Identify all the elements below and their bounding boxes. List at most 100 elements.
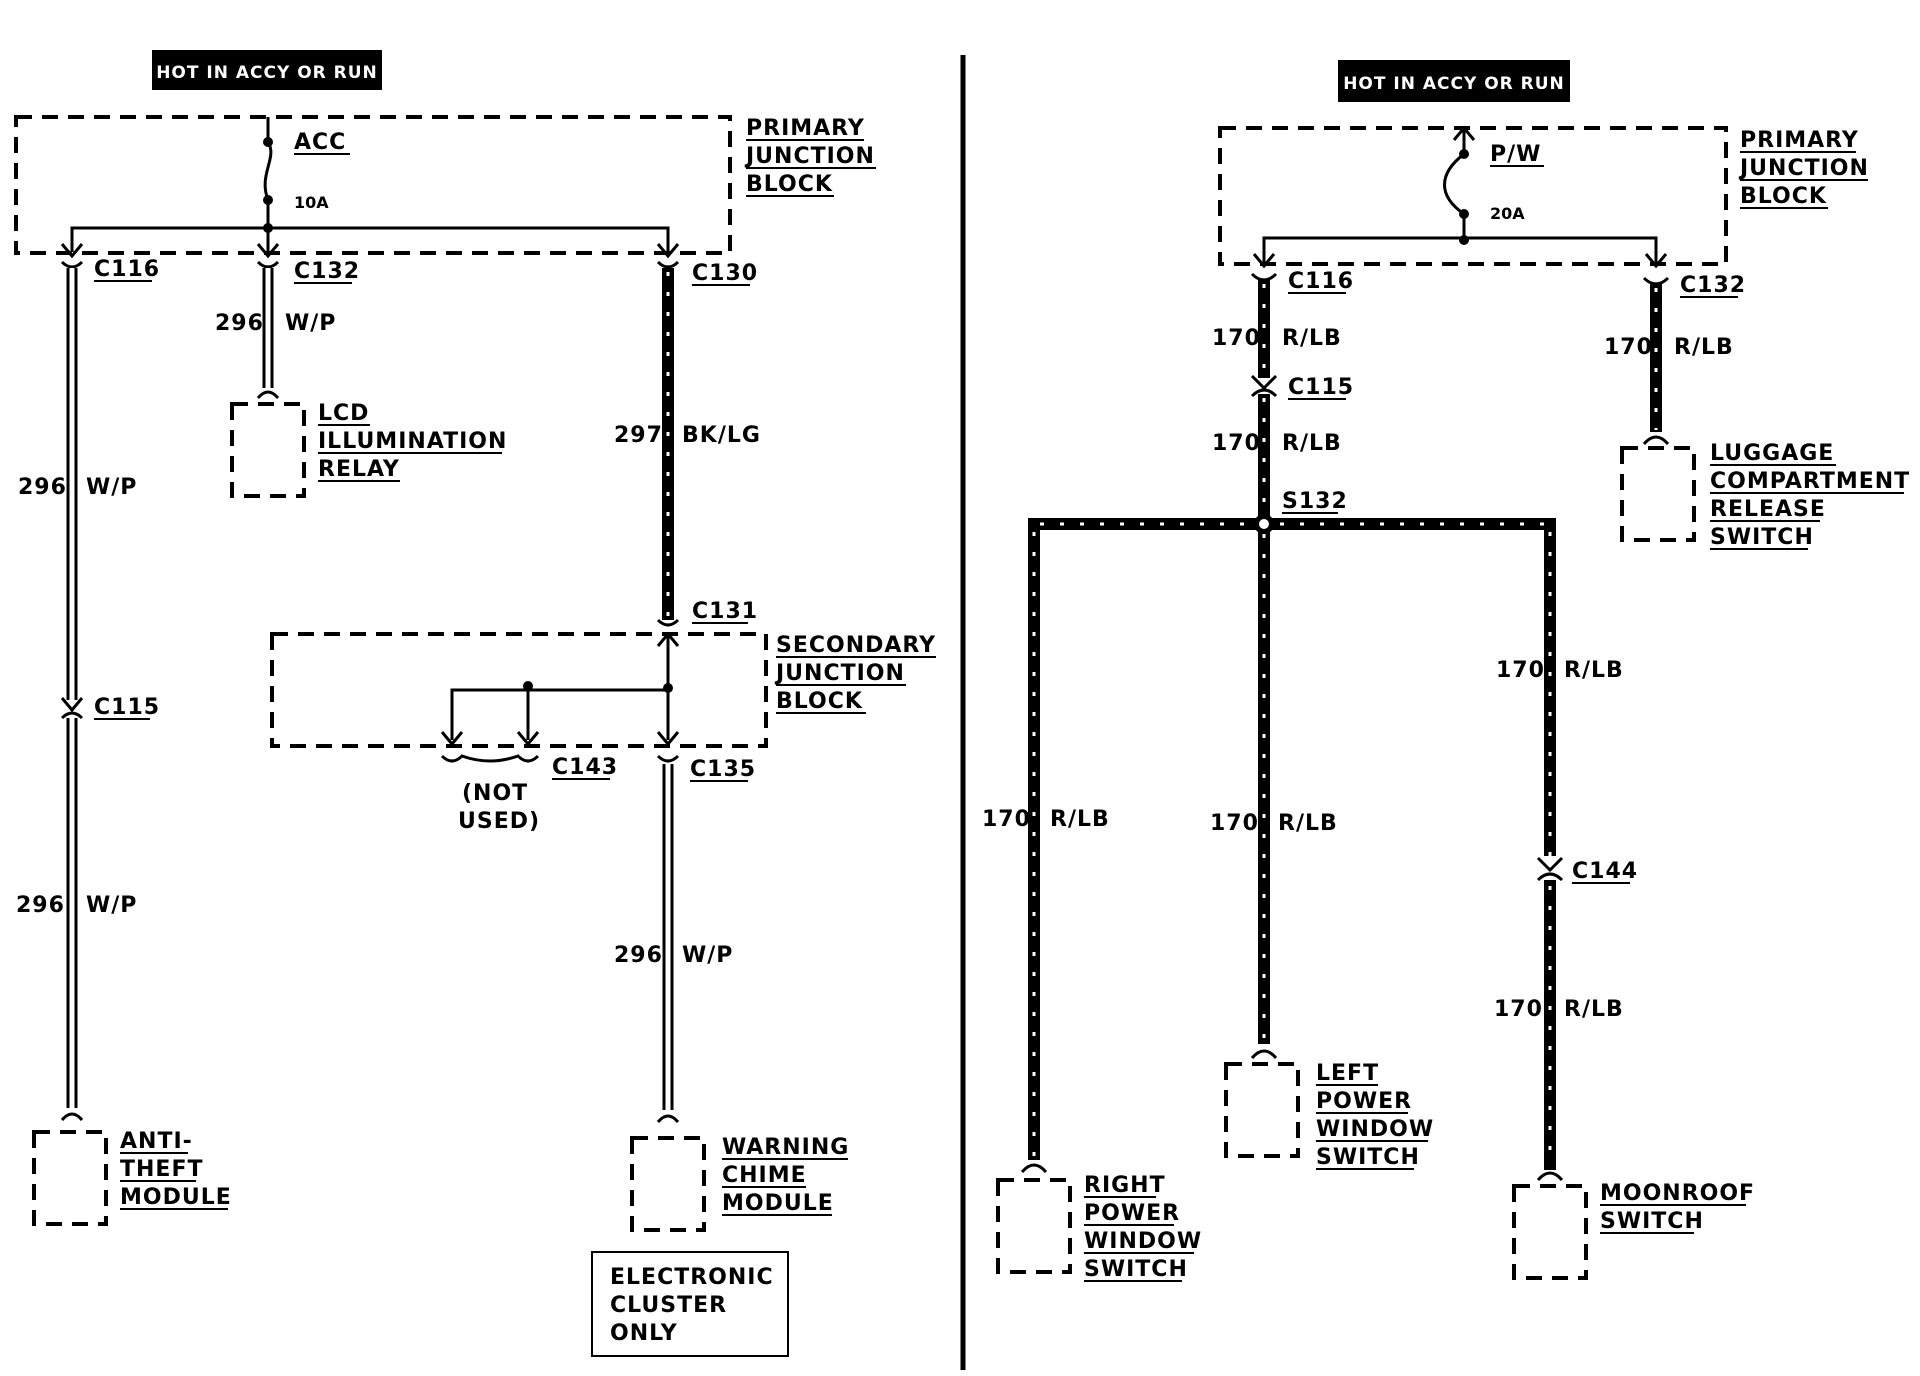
svg-text:SWITCH: SWITCH — [1710, 525, 1814, 550]
svg-text:C132: C132 — [1680, 273, 1746, 298]
right-connector-c144: C144 — [1536, 856, 1637, 884]
left-connector-c116: C116 — [60, 257, 160, 282]
svg-text:SWITCH: SWITCH — [1084, 1257, 1188, 1282]
svg-text:170: 170 — [1604, 335, 1653, 360]
left-connector-c131: C131 — [656, 599, 758, 627]
left-power-window-switch — [1224, 1062, 1300, 1158]
svg-text:C115: C115 — [94, 695, 160, 720]
left-panel: HOT IN ACCY OR RUN PRIMARY JUNCTION BLOC… — [14, 50, 936, 1357]
secondary-junction-block — [270, 632, 768, 748]
svg-text:C116: C116 — [1288, 269, 1354, 294]
right-primary-junction-block — [1218, 126, 1728, 266]
svg-text:WARNING: WARNING — [722, 1135, 849, 1160]
svg-text:LEFT: LEFT — [1316, 1061, 1379, 1086]
svg-text:POWER: POWER — [1316, 1089, 1412, 1114]
svg-text:R/LB: R/LB — [1282, 326, 1342, 351]
svg-text:296: 296 — [215, 311, 264, 336]
svg-text:WINDOW: WINDOW — [1084, 1229, 1202, 1254]
anti-theft-module — [32, 1130, 108, 1226]
svg-text:LUGGAGE: LUGGAGE — [1710, 441, 1834, 466]
luggage-compartment-release-switch — [1620, 446, 1696, 542]
svg-text:WINDOW: WINDOW — [1316, 1117, 1434, 1142]
svg-text:W/P: W/P — [285, 311, 336, 336]
svg-text:296: 296 — [18, 475, 67, 500]
svg-text:R/LB: R/LB — [1564, 997, 1624, 1022]
moonroof-switch — [1512, 1184, 1588, 1280]
sjb-label: SECONDARY JUNCTION BLOCK — [774, 633, 936, 714]
svg-text:R/LB: R/LB — [1282, 431, 1342, 456]
lcd-illumination-relay — [230, 402, 306, 498]
svg-text:THEFT: THEFT — [120, 1157, 203, 1182]
right-wire-left-pw: 170 R/LB — [1210, 530, 1338, 1060]
left-wire-296-top: 296 W/P — [18, 268, 137, 700]
right-panel: HOT IN ACCY OR RUN PRIMARY JUNCTION BLOC… — [982, 60, 1909, 1282]
left-connector-c132: C132 — [256, 259, 359, 284]
left-connector-c143: C143 — [440, 754, 617, 780]
left-fuse-rating: 10A — [294, 193, 329, 212]
left-hot-label-text: HOT IN ACCY OR RUN — [156, 63, 378, 83]
svg-text:RELAY: RELAY — [318, 457, 400, 482]
right-fuse-rating: 20A — [1490, 204, 1525, 223]
left-wire-296-chime: 296 W/P — [614, 764, 733, 1124]
svg-text:C115: C115 — [1288, 375, 1354, 400]
svg-text:SWITCH: SWITCH — [1316, 1145, 1420, 1170]
left-pjb-label: PRIMARY JUNCTION BLOCK — [744, 116, 876, 197]
left-fuse-acc: ACC 10A — [263, 117, 350, 233]
svg-text:296: 296 — [614, 943, 663, 968]
svg-text:S132: S132 — [1282, 489, 1348, 514]
luggage-label: LUGGAGE COMPARTMENT RELEASE SWITCH — [1710, 441, 1909, 550]
right-wire-moon-bottom: 170 R/LB — [1494, 886, 1624, 1182]
svg-text:ONLY: ONLY — [610, 1321, 678, 1346]
not-used-label: (NOT USED) — [458, 781, 539, 834]
svg-text:R/LB: R/LB — [1564, 658, 1624, 683]
svg-text:R/LB: R/LB — [1050, 807, 1110, 832]
right-connector-c116: C116 — [1250, 269, 1354, 294]
svg-text:170: 170 — [1496, 658, 1545, 683]
right-pjb-bus — [1262, 236, 1658, 262]
svg-text:LCD: LCD — [318, 401, 369, 426]
left-connector-c135: C135 — [656, 754, 755, 782]
right-wire-c132: 170 R/LB — [1604, 284, 1734, 446]
svg-text:170: 170 — [1494, 997, 1543, 1022]
svg-text:JUNCTION: JUNCTION — [774, 661, 905, 686]
moonroof-label: MOONROOF SWITCH — [1600, 1181, 1754, 1234]
svg-text:POWER: POWER — [1084, 1201, 1180, 1226]
svg-text:CLUSTER: CLUSTER — [610, 1293, 727, 1318]
svg-text:MODULE: MODULE — [120, 1185, 232, 1210]
svg-text:W/P: W/P — [86, 475, 137, 500]
sjb-internal-bus — [440, 631, 680, 747]
svg-text:RELEASE: RELEASE — [1710, 497, 1826, 522]
svg-text:C131: C131 — [692, 599, 758, 624]
cluster-note-label: ELECTRONIC CLUSTER ONLY — [610, 1265, 774, 1346]
right-pw-label: RIGHT POWER WINDOW SWITCH — [1084, 1173, 1202, 1282]
anti-theft-label: ANTI- THEFT MODULE — [120, 1129, 232, 1210]
right-power-window-switch — [996, 1178, 1072, 1274]
right-fuse-name: P/W — [1490, 142, 1541, 167]
svg-text:R/LB: R/LB — [1278, 811, 1338, 836]
electronic-cluster-note — [591, 1251, 789, 1357]
svg-text:SECONDARY: SECONDARY — [776, 633, 936, 658]
svg-text:BLOCK: BLOCK — [1740, 184, 1827, 209]
left-connector-c115: C115 — [60, 695, 160, 720]
right-hot-label: HOT IN ACCY OR RUN — [1338, 60, 1570, 102]
svg-text:JUNCTION: JUNCTION — [744, 144, 875, 169]
left-wire-296-lcd: 296 W/P — [215, 268, 336, 400]
right-wire-moon-top: 170 R/LB — [1496, 532, 1624, 856]
svg-text:297: 297 — [614, 423, 663, 448]
right-splice-s132: S132 — [1028, 489, 1556, 1170]
svg-text:R/LB: R/LB — [1674, 335, 1734, 360]
svg-text:170: 170 — [1212, 326, 1261, 351]
right-connector-c115: C115 — [1250, 374, 1354, 400]
svg-text:BLOCK: BLOCK — [776, 689, 863, 714]
left-fuse-name: ACC — [294, 130, 346, 155]
svg-text:W/P: W/P — [682, 943, 733, 968]
left-pjb-bus — [70, 226, 670, 252]
svg-text:170: 170 — [1210, 811, 1259, 836]
svg-text:C130: C130 — [692, 261, 758, 286]
svg-text:ANTI-: ANTI- — [120, 1129, 193, 1154]
svg-text:ELECTRONIC: ELECTRONIC — [610, 1265, 774, 1290]
svg-text:PRIMARY: PRIMARY — [746, 116, 865, 141]
right-wire-c116: 170 R/LB — [1212, 280, 1342, 378]
right-fuse-pw: P/W 20A — [1443, 125, 1544, 245]
svg-text:C116: C116 — [94, 257, 160, 282]
